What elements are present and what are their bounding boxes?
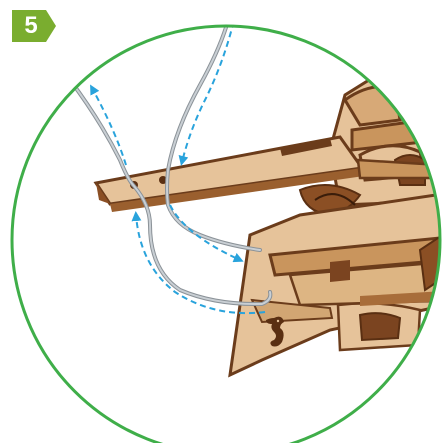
step-badge: 5 bbox=[12, 10, 56, 42]
step-number: 5 bbox=[12, 10, 50, 42]
arrow-down-icon bbox=[182, 12, 236, 162]
arrow-up-left-icon bbox=[92, 88, 126, 165]
model-parts bbox=[70, 5, 443, 375]
arrow-right-icon bbox=[170, 205, 240, 260]
